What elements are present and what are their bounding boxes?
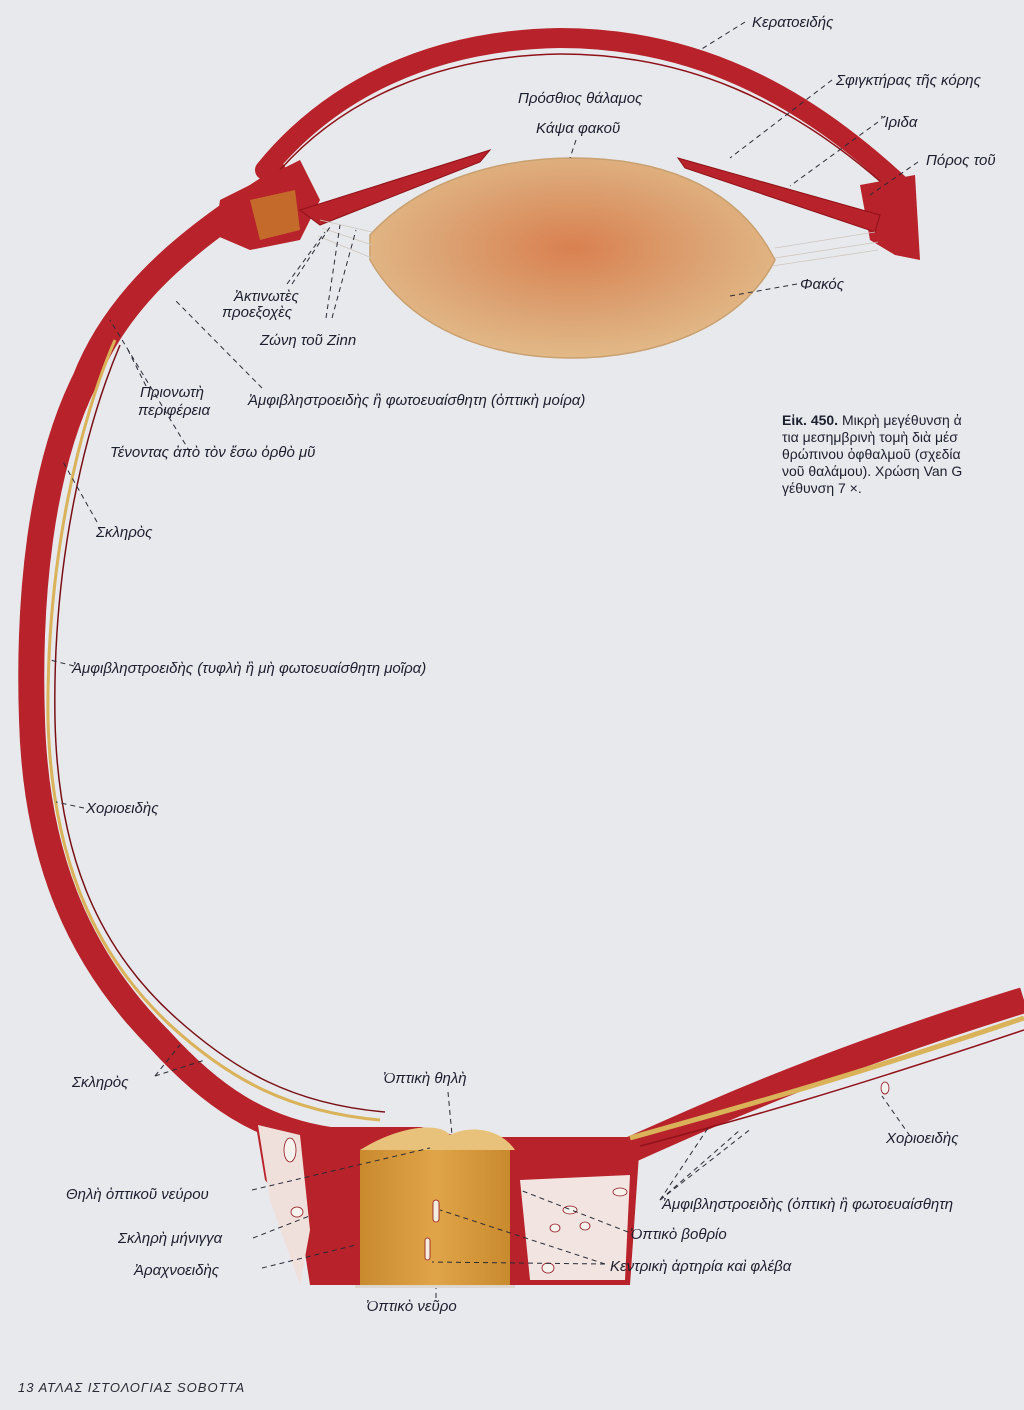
meninges-vessels bbox=[283, 1081, 890, 1274]
caption-figure-number: Εἰκ. 450. bbox=[782, 412, 839, 428]
caption-line-4: νοῦ θαλάμου). Χρώση Van G bbox=[782, 463, 963, 479]
label-lens: Φακός bbox=[800, 276, 845, 293]
label-canal: Πόρος τοῦ bbox=[926, 152, 996, 169]
caption-line-2: τια μεσημβρινὴ τομὴ διὰ μέσ bbox=[782, 429, 958, 445]
label-optic-nerve: Ὀπτικὸ νεῦρο bbox=[366, 1298, 457, 1315]
caption-text-1: Μικρὴ μεγέθυνση ἀ bbox=[841, 412, 962, 428]
meninges-left-light bbox=[258, 1125, 310, 1285]
label-lens-capsule: Κάψα φακοῦ bbox=[536, 120, 621, 137]
ciliary-body-left-detail bbox=[250, 190, 300, 240]
label-zonule: Ζώνη τοῦ Zinn bbox=[260, 332, 357, 349]
zonule-fibers bbox=[317, 219, 879, 267]
label-tendon: Τένοντας ἀπὸ τὸν ἔσω ὀρθὸ μῦ bbox=[110, 444, 316, 461]
retina-line-right-2 bbox=[639, 1029, 1024, 1147]
label-sphincter: Σφιγκτήρας τῆς κόρης bbox=[836, 72, 981, 89]
label-retina-blind: Ἀμφιβληστροειδὴς (τυφλὴ ἢ μὴ φωτοευαίσθη… bbox=[72, 660, 427, 677]
optic-disc bbox=[360, 1127, 515, 1150]
label-cornea: Κερατοειδής bbox=[752, 14, 834, 31]
label-fovea: Ὀπτικὸ βοθρίο bbox=[630, 1226, 727, 1243]
ciliary-body-right bbox=[860, 175, 920, 260]
central-vessels bbox=[424, 1199, 440, 1261]
caption-line-3: θρώπινου ὀφθαλμοῦ (σχεδία bbox=[782, 446, 961, 462]
meninges-right-light bbox=[520, 1175, 630, 1280]
label-sclera-bottom: Σκληρὸς bbox=[72, 1074, 129, 1091]
label-nerve-papilla: Θηλὴ ὀπτικοῦ νεύρου bbox=[66, 1186, 209, 1203]
label-ora-serrata-1: Πριονωτὴ bbox=[140, 384, 204, 401]
leader-lines bbox=[49, 21, 919, 1298]
label-anterior-chamber: Πρόσθιος θάλαμος bbox=[518, 90, 643, 107]
cornea bbox=[255, 27, 915, 200]
label-retina-bottom: Ἀμφιβληστροειδὴς (ὀπτικὴ ἢ φωτοευαίσθητη bbox=[662, 1196, 954, 1213]
lens bbox=[369, 157, 776, 359]
page-footer: 13 ΑΤΛΑΣ ΙΣΤΟΛΟΓΙΑΣ SOBOTTA bbox=[18, 1380, 246, 1395]
label-ora-serrata-2: περιφέρεια bbox=[138, 402, 211, 419]
figure-caption: Εἰκ. 450. Μικρὴ μεγέθυνση ἀ τια μεσημβρι… bbox=[782, 412, 1024, 497]
label-ciliary-processes-2: προεξοχὲς bbox=[222, 304, 293, 321]
iris-left bbox=[298, 149, 492, 226]
label-arachnoid: Ἀραχνοειδὴς bbox=[134, 1262, 220, 1279]
label-central-vessels: Κεντρικὴ ἀρτηρία καὶ φλέβα bbox=[610, 1258, 792, 1275]
label-sclera-top: Σκληρὸς bbox=[96, 524, 153, 541]
retina-line-right bbox=[629, 1015, 1024, 1141]
label-retina-optic: Ἀμφιβληστροειδὴς ἢ φωτοευαίσθητη (ὀπτικὴ… bbox=[248, 392, 586, 409]
caption-line-5: γέθυνση 7 ×. bbox=[782, 480, 862, 496]
label-dura: Σκληρὴ μήνιγγα bbox=[118, 1230, 223, 1247]
label-optic-disc: Ὀπτικὴ θηλὴ bbox=[383, 1070, 467, 1087]
nerve-cut-edge bbox=[355, 1285, 515, 1288]
choroid-line bbox=[46, 339, 381, 1122]
caption-line-1: Εἰκ. 450. Μικρὴ μεγέθυνση ἀ bbox=[782, 412, 1024, 429]
label-choroid-left: Χοριοειδὴς bbox=[86, 800, 159, 817]
cornea-inner bbox=[279, 53, 891, 191]
label-choroid-right: Χοριοειδὴς bbox=[886, 1130, 959, 1147]
label-iris: Ἴριδα bbox=[880, 114, 918, 131]
label-ciliary-processes-1: Ἀκτινωτὲς bbox=[234, 288, 299, 305]
